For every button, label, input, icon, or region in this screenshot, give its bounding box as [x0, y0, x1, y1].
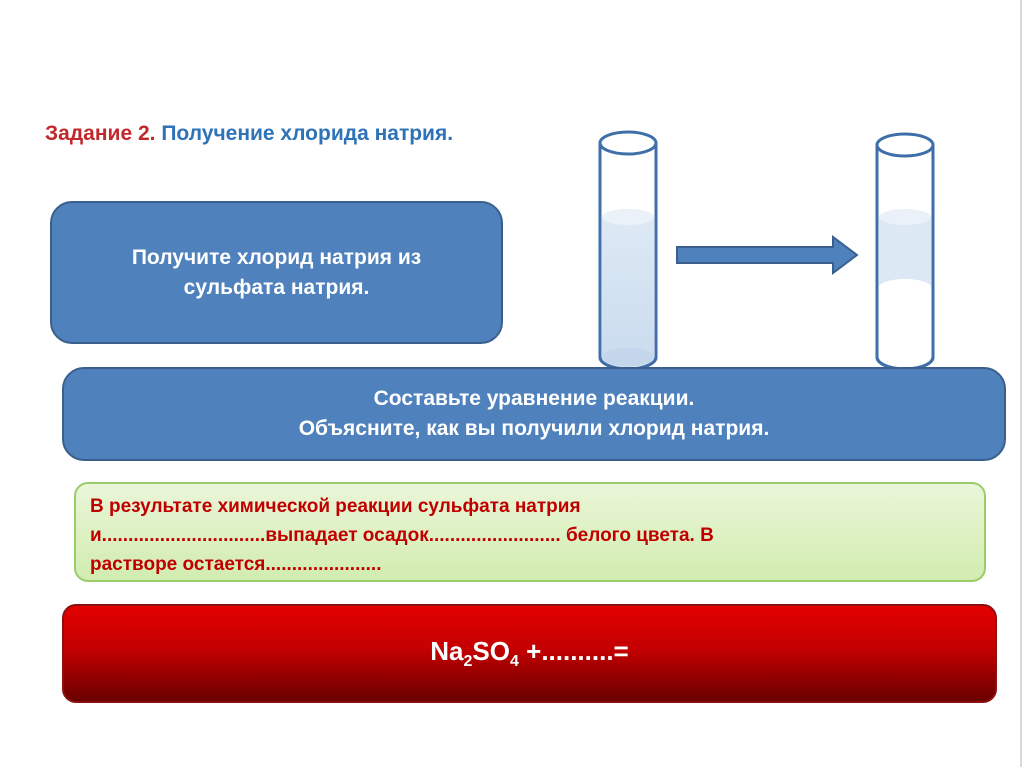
equation: Na2SO4 +..........=	[430, 636, 628, 671]
reaction-line-2: Объясните, как вы получили хлорид натрия…	[298, 417, 770, 440]
instruction-line-2: сульфата натрия.	[183, 275, 370, 299]
equation-so: SO	[472, 636, 510, 666]
result-text-box: В результате химической реакции сульфата…	[74, 482, 986, 582]
result-line-2: и...............................выпадает…	[90, 525, 714, 546]
task-title-text: Получение хлорида натрия.	[161, 122, 454, 145]
equation-na: Na	[430, 636, 464, 666]
test-tube-left-icon	[598, 130, 658, 371]
reaction-task-box: Составьте уравнение реакции. Объясните, …	[62, 367, 1006, 461]
equation-so-subscript: 4	[510, 653, 519, 670]
arrow-right-icon	[676, 235, 859, 275]
instruction-line-1: Получите хлорид натрия из	[131, 245, 422, 269]
page-title: Задание 2. Получение хлорида натрия.	[45, 122, 453, 146]
slide-right-border	[1020, 0, 1022, 767]
task-label: Задание 2.	[45, 122, 156, 145]
equation-rest: +..........=	[518, 636, 629, 666]
equation-na-subscript: 2	[463, 653, 473, 670]
instruction-box: Получите хлорид натрия из сульфата натри…	[50, 201, 503, 344]
equation-box: Na2SO4 +..........=	[62, 604, 997, 703]
result-line-1: В результате химической реакции сульфата…	[90, 496, 581, 517]
result-line-3: растворе остается......................	[90, 554, 382, 575]
test-tube-right-icon	[875, 132, 935, 371]
reaction-line-1: Составьте уравнение реакции.	[373, 387, 695, 410]
